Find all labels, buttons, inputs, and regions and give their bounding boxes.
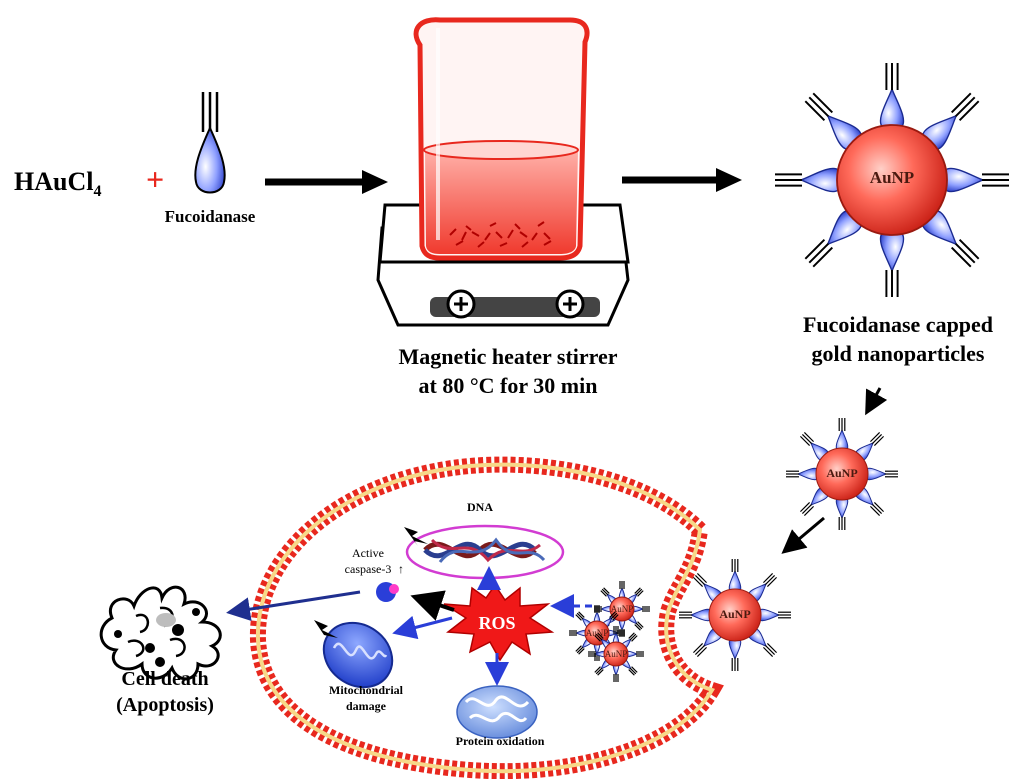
fucoidanase-icon bbox=[194, 92, 226, 194]
apoptotic-cell-icon bbox=[99, 585, 222, 681]
medium-nanoparticle-label: AuNP bbox=[826, 466, 857, 480]
fucoidanase-label: Fucoidanase bbox=[165, 207, 256, 226]
protein-label: Protein oxidation bbox=[456, 734, 545, 748]
dna-icon bbox=[405, 524, 565, 580]
nanoparticle-label: AuNP bbox=[870, 168, 914, 187]
entering-nanoparticle-icon bbox=[679, 559, 791, 671]
arrow-caspase-to-cell-death bbox=[226, 590, 361, 622]
plus-sign: + bbox=[146, 161, 164, 197]
cell-death-label-line1: Cell death bbox=[121, 668, 208, 690]
aggregated-nanoparticles-icon bbox=[569, 581, 650, 682]
caspase-label-line1: Active bbox=[352, 546, 384, 560]
caspase-label-line2: caspase-3 bbox=[345, 562, 392, 576]
dna-label: DNA bbox=[467, 500, 493, 514]
stirrer-caption-line2: at 80 °C for 30 min bbox=[419, 373, 598, 398]
aggregate-label-1: AuNP bbox=[611, 604, 634, 614]
stirrer-caption-line1: Magnetic heater stirrer bbox=[398, 344, 617, 369]
arrow-ros-to-caspase bbox=[410, 590, 455, 621]
product-caption-line2: gold nanoparticles bbox=[812, 341, 985, 366]
caspase-up-arrow-icon: ↑ bbox=[398, 562, 404, 576]
beaker-icon bbox=[413, 17, 590, 261]
cell-membrane bbox=[249, 456, 724, 779]
mitochondria-damage-bolt-icon bbox=[314, 620, 338, 641]
precursor-label: HAuCl4 bbox=[14, 167, 101, 200]
arrow-ros-to-mitochondria bbox=[392, 615, 453, 640]
mitochondria-label-line1: Mitochondrial bbox=[329, 683, 404, 697]
dna-damage-bolt-icon bbox=[404, 527, 428, 546]
arrow-to-cell bbox=[781, 516, 825, 554]
capped-nanoparticle-icon bbox=[775, 63, 1009, 297]
arrow-to-medium-particle bbox=[865, 387, 888, 416]
aggregate-label-3: AuNP bbox=[605, 649, 628, 659]
medium-nanoparticle-icon bbox=[786, 418, 898, 530]
ros-label: ROS bbox=[478, 613, 515, 633]
entering-nanoparticle-label: AuNP bbox=[719, 607, 750, 621]
protein-icon bbox=[456, 685, 538, 739]
ros-burst-icon bbox=[443, 583, 555, 662]
cell-death-label-line2: (Apoptosis) bbox=[116, 694, 214, 716]
aggregate-label-2: AuNP bbox=[586, 628, 609, 638]
product-caption-line1: Fucoidanase capped bbox=[803, 312, 993, 337]
caspase-icon bbox=[376, 582, 399, 602]
mitochondria-label-line2: damage bbox=[346, 699, 387, 713]
